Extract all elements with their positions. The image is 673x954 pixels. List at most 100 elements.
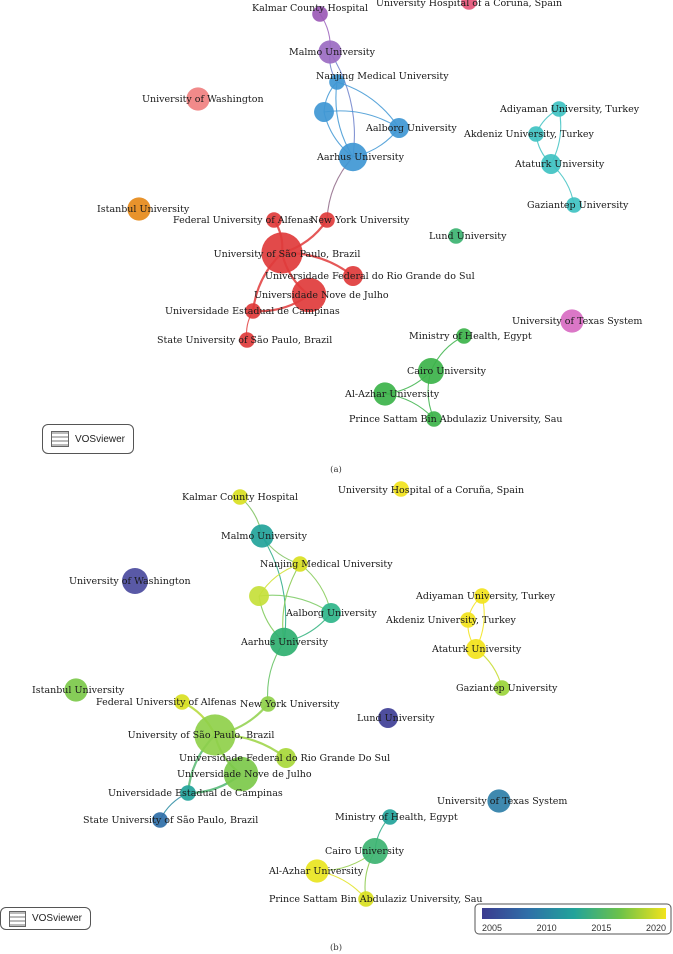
label-newyork: New York University	[240, 699, 340, 710]
node-adiyaman[interactable]	[551, 101, 567, 117]
node-stateSP[interactable]	[239, 332, 255, 348]
colorbar-tick-2015: 2015	[591, 923, 611, 933]
node-washington[interactable]	[122, 568, 148, 594]
node-newyork[interactable]	[319, 212, 335, 228]
colorbar-tick-2005: 2005	[482, 923, 502, 933]
node-saopaulo[interactable]	[194, 714, 236, 756]
node-istanbul[interactable]	[127, 197, 151, 221]
panel-b-caption: (b)	[330, 942, 342, 953]
vosviewer-label: VOSviewer	[74, 433, 125, 445]
node-cairo[interactable]	[418, 358, 444, 384]
node-malmo[interactable]	[318, 40, 342, 64]
label-nanjing: Nanjing Medical University	[260, 559, 393, 570]
node-hub[interactable]	[249, 586, 269, 606]
node-washington[interactable]	[186, 87, 210, 111]
panel-b-network: Kalmar County Hospital University Hospita…	[32, 481, 672, 953]
label-ataturk: Ataturk University	[514, 159, 605, 170]
node-egypt[interactable]	[456, 328, 472, 344]
node-alfenas[interactable]	[266, 212, 282, 228]
label-istanbul: Istanbul University	[97, 204, 190, 215]
node-nanjing[interactable]	[329, 74, 345, 90]
label-riogrande: Universidade Federal do Rio Grande do Su…	[265, 271, 475, 282]
label-istanbul: Istanbul University	[32, 685, 125, 696]
node-riogrande[interactable]	[276, 748, 296, 768]
label-saopaulo: University of São Paulo, Brazil	[214, 249, 361, 260]
node-alfenas[interactable]	[174, 694, 190, 710]
node-campinas[interactable]	[180, 785, 196, 801]
label-aarhus: Aarhus University	[240, 637, 329, 648]
label-alfenas: Federal University of Alfenas	[96, 697, 237, 708]
node-azhar[interactable]	[305, 859, 329, 883]
node-sattam[interactable]	[426, 411, 442, 427]
label-riogrande: Universidade Federal do Rio Grande Do Su…	[179, 753, 390, 764]
label-cairo: Cairo University	[407, 366, 487, 377]
node-hub[interactable]	[314, 102, 334, 122]
colorbar-tick-2020: 2020	[646, 923, 666, 933]
label-malmo: Malmo University	[289, 47, 376, 58]
node-riogrande[interactable]	[343, 266, 363, 286]
label-texas: University of Texas System	[512, 316, 642, 327]
label-novejulho: Universidade Nove de Julho	[254, 290, 389, 301]
label-akdeniz: Akdeniz University, Turkey	[385, 615, 516, 626]
label-azhar: Al-Azhar University	[344, 389, 440, 400]
label-washington: University of Washington	[69, 576, 191, 587]
label-alfenas: Federal University of Alfenas	[173, 215, 314, 226]
link-nanjing-aalborg	[336, 81, 400, 129]
label-coruna: University Hospital of a Coruña, Spain	[338, 485, 524, 496]
node-lund[interactable]	[378, 708, 398, 728]
label-texas: University of Texas System	[437, 796, 567, 807]
node-ataturk[interactable]	[541, 154, 561, 174]
label-adiyaman: Adiyaman University, Turkey	[499, 104, 640, 115]
node-texas[interactable]	[560, 309, 584, 333]
node-lund[interactable]	[448, 228, 464, 244]
node-aarhus[interactable]	[269, 627, 299, 657]
panel-a-caption: (a)	[330, 464, 342, 475]
node-kalmar[interactable]	[232, 489, 248, 505]
node-gaziantep[interactable]	[494, 680, 510, 696]
node-kalmar[interactable]	[312, 6, 328, 22]
node-sattam[interactable]	[358, 891, 374, 907]
node-akdeniz[interactable]	[528, 126, 544, 142]
label-sattam: Prince Sattam Bin Abdulaziz University, …	[349, 414, 562, 425]
node-egypt[interactable]	[382, 809, 398, 825]
node-coruna[interactable]	[393, 481, 409, 497]
node-texas[interactable]	[487, 789, 511, 813]
node-saopaulo[interactable]	[261, 232, 303, 274]
vosviewer-icon	[9, 910, 26, 927]
node-aalborg[interactable]	[389, 118, 409, 138]
node-ataturk[interactable]	[466, 639, 486, 659]
node-stateSP[interactable]	[152, 812, 168, 828]
label-egypt: Ministry of Health, Egypt	[409, 331, 532, 342]
node-gaziantep[interactable]	[566, 197, 582, 213]
label-akdeniz: Akdeniz University, Turkey	[463, 129, 594, 140]
node-cairo[interactable]	[362, 838, 388, 864]
panel-b-labels: Kalmar County Hospital University Hospita…	[32, 485, 567, 905]
node-aarhus[interactable]	[338, 142, 368, 172]
label-egypt: Ministry of Health, Egypt	[335, 812, 458, 823]
node-coruna[interactable]	[461, 0, 477, 10]
label-cairo: Cairo University	[325, 846, 405, 857]
node-novejulho[interactable]	[291, 277, 327, 313]
node-nanjing[interactable]	[292, 556, 308, 572]
node-campinas[interactable]	[245, 303, 261, 319]
label-sattam: Prince Sattam Bin Abdulaziz University, …	[269, 894, 482, 905]
node-newyork[interactable]	[260, 696, 276, 712]
vosviewer-label: VOSviewer	[31, 913, 82, 924]
node-adiyaman[interactable]	[474, 588, 490, 604]
node-malmo[interactable]	[250, 524, 274, 548]
node-novejulho[interactable]	[223, 756, 259, 792]
label-aalborg: Aalborg University	[365, 123, 457, 134]
node-akdeniz[interactable]	[460, 612, 476, 628]
colorbar-gradient	[482, 908, 666, 919]
node-aalborg[interactable]	[321, 603, 341, 623]
node-istanbul[interactable]	[64, 678, 88, 702]
panel-b-nodes	[64, 481, 511, 907]
label-kalmar: Kalmar County Hospital	[182, 492, 298, 503]
vosviewer-icon	[51, 431, 69, 447]
node-azhar[interactable]	[373, 382, 397, 406]
label-ataturk: Ataturk University	[431, 644, 522, 655]
